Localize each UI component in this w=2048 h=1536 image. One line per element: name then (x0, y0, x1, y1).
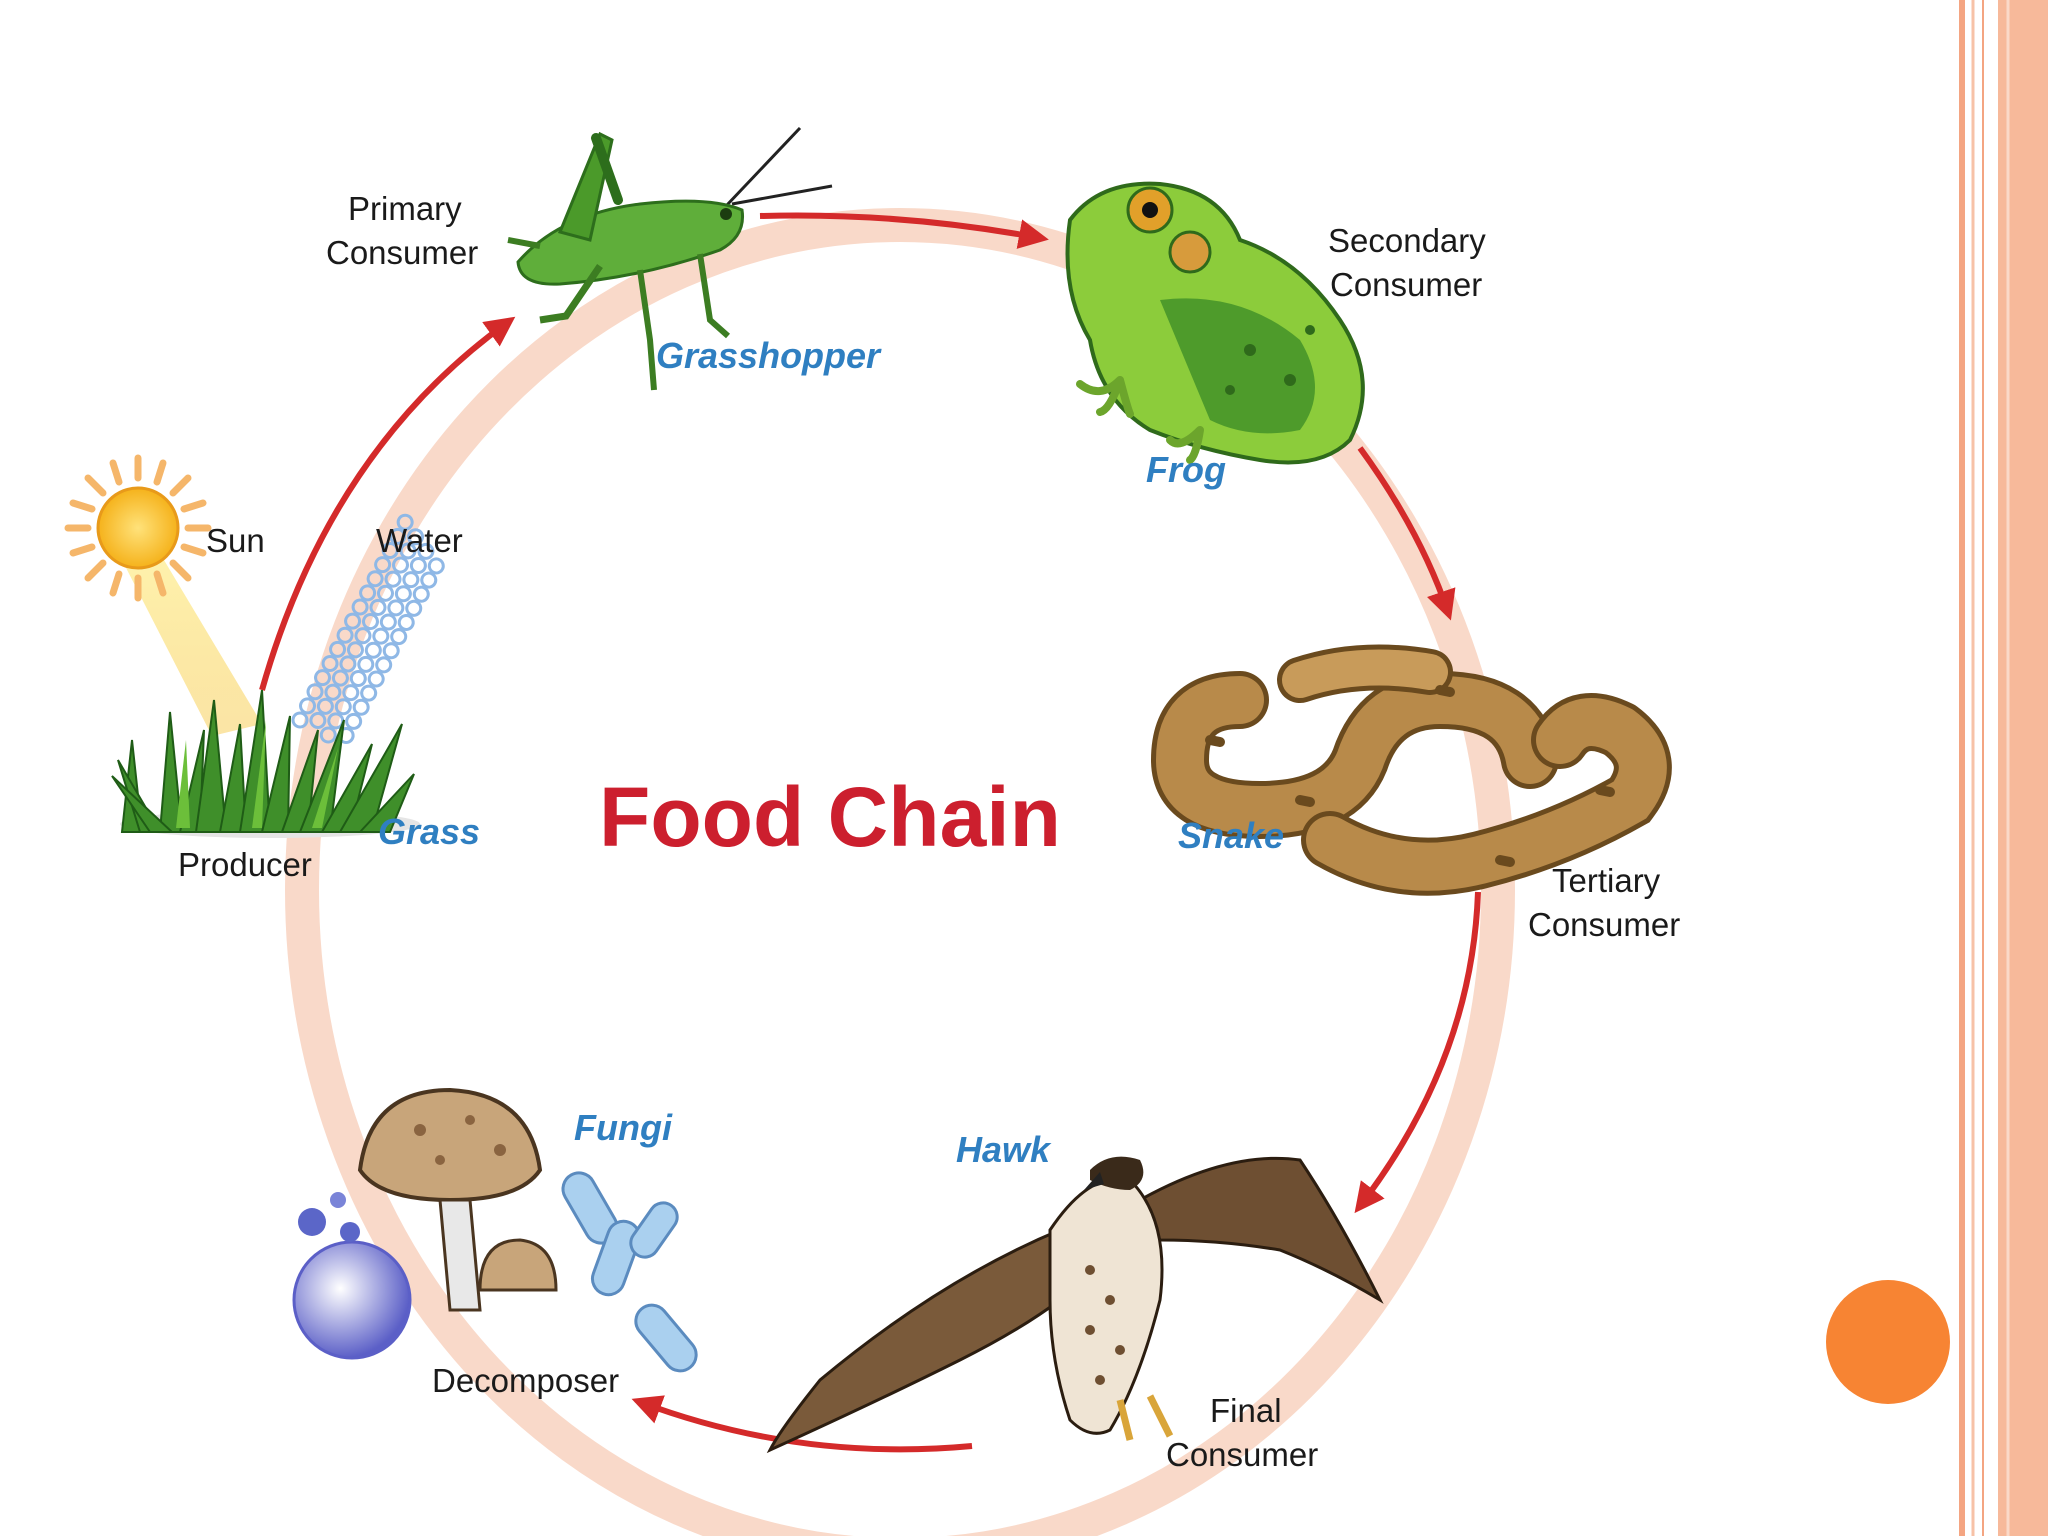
role-label-primary: Primary (348, 190, 462, 227)
role-label-consumer-1: Consumer (326, 234, 478, 271)
organism-label-hawk: Hawk (956, 1129, 1052, 1170)
fungi-icon (292, 1087, 698, 1373)
arrow-grasshopper-to-frog (759, 212, 1049, 249)
water-label: Water (376, 522, 463, 559)
slide-border-decoration (1959, 0, 2048, 1536)
arrow-hawk-to-fungi (631, 1395, 973, 1453)
hawk-icon (766, 1156, 1384, 1454)
water-icon (291, 513, 445, 744)
organism-label-fungi: Fungi (574, 1107, 673, 1148)
role-label-consumer-3: Consumer (1528, 906, 1680, 943)
diagram-title: Food Chain (599, 770, 1061, 864)
sun-label: Sun (206, 522, 265, 559)
frog-icon (1065, 181, 1365, 465)
chain-arrows (259, 212, 1481, 1453)
grasshopper-icon (507, 126, 833, 391)
role-label-secondary: Secondary (1328, 222, 1486, 259)
arrow-grass-to-grasshopper (259, 316, 516, 691)
cycle-ring (285, 208, 1515, 1536)
role-label-decomposer: Decomposer (432, 1362, 619, 1399)
sun-icon (64, 454, 262, 736)
snake-icon (1150, 644, 1672, 896)
organism-label-grasshopper: Grasshopper (656, 335, 882, 376)
organism-label-grass: Grass (378, 811, 480, 852)
role-label-producer: Producer (178, 846, 312, 883)
role-label-consumer-4: Consumer (1166, 1436, 1318, 1473)
role-label-tertiary: Tertiary (1552, 862, 1661, 899)
grass-icon (111, 689, 420, 838)
arrow-snake-to-hawk (1354, 891, 1481, 1214)
slide-accent-dot (1826, 1280, 1950, 1404)
role-label-final: Final (1210, 1392, 1282, 1429)
role-label-consumer-2: Consumer (1330, 266, 1482, 303)
organism-label-snake: Snake (1178, 815, 1284, 856)
organism-label-frog: Frog (1146, 449, 1226, 490)
arrow-frog-to-snake (1357, 446, 1456, 621)
